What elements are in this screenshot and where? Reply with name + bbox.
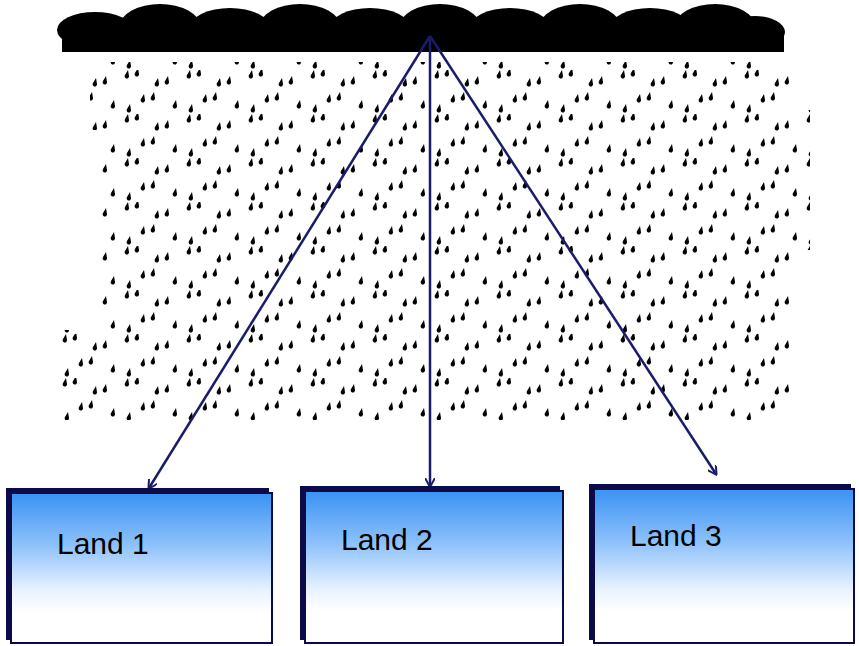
land-label: Land 1 (57, 527, 149, 561)
rain-drops (60, 62, 810, 420)
rain-arrows (149, 36, 716, 488)
rain-cloud (57, 4, 785, 52)
land-label: Land 2 (341, 523, 433, 557)
land-label: Land 3 (630, 519, 722, 553)
land-box: Land 2 (304, 490, 564, 644)
land-box: Land 3 (593, 488, 855, 644)
land-box: Land 1 (10, 492, 273, 644)
